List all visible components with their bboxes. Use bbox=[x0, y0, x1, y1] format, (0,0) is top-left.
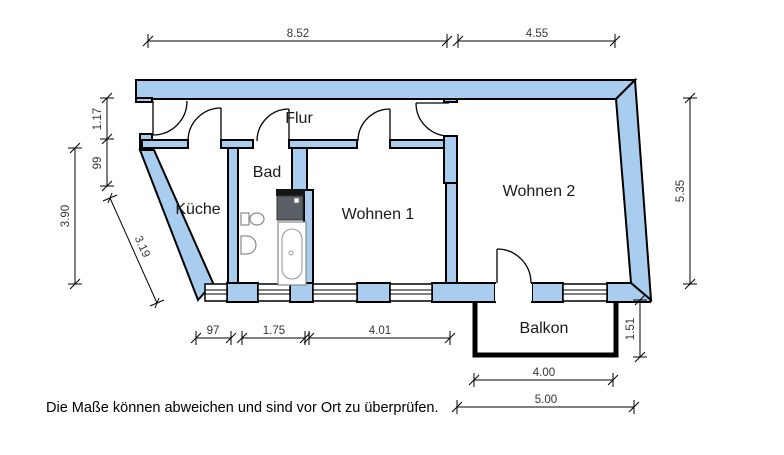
window-wohnen2 bbox=[562, 283, 608, 302]
windows-group bbox=[204, 283, 608, 302]
bad-door bbox=[256, 108, 290, 142]
balcony-walls bbox=[472, 303, 619, 358]
walls-group bbox=[135, 77, 653, 303]
dim-right-height bbox=[683, 92, 697, 290]
dimensions-group: 8.52 4.55 1.17 99 3.90 bbox=[60, 28, 697, 414]
dim-label-500: 5.00 bbox=[535, 394, 557, 406]
wall-right-exterior-slanted bbox=[614, 77, 653, 303]
dim-label-455: 4.55 bbox=[526, 28, 548, 40]
wall-bottom-pier4 bbox=[431, 282, 496, 303]
wall-bottom-pier5 bbox=[531, 282, 564, 303]
dim-label-117: 1.17 bbox=[92, 108, 104, 130]
dim-label-400: 4.00 bbox=[533, 367, 555, 379]
wohnen1-door bbox=[357, 108, 391, 142]
wall-top-exterior bbox=[135, 79, 638, 100]
dim-top-left bbox=[142, 34, 453, 48]
wall-bottom-pier2 bbox=[289, 282, 314, 303]
balcony-door-opening bbox=[495, 284, 532, 301]
dim-label-852: 8.52 bbox=[287, 28, 309, 40]
wall-wohnen1-wohnen2-stub bbox=[443, 98, 458, 103]
room-label-balkon: Balkon bbox=[520, 320, 569, 337]
wall-flur-south-seg3 bbox=[288, 139, 358, 149]
toilet-tank bbox=[240, 212, 250, 226]
dim-label-401: 4.01 bbox=[369, 325, 391, 337]
entrance-door bbox=[152, 100, 188, 136]
dim-label-99: 99 bbox=[92, 157, 104, 170]
door-swing-arc bbox=[152, 100, 188, 136]
wall-wohnen1-wohnen2-lower bbox=[445, 182, 458, 284]
dim-top-right bbox=[452, 34, 621, 48]
room-label-flur: Flur bbox=[285, 110, 313, 127]
window-frame bbox=[257, 283, 291, 302]
dim-balcony-inner bbox=[468, 373, 619, 387]
bathtub-icon bbox=[277, 221, 307, 286]
shower-icon bbox=[276, 189, 305, 221]
dim-bottom-bad bbox=[236, 331, 311, 345]
door-swing-arc bbox=[357, 108, 391, 142]
dim-balcony-outer bbox=[451, 400, 640, 414]
window-wohnen1-right bbox=[389, 283, 433, 302]
wohnen2-door bbox=[415, 102, 450, 137]
toilet-icon bbox=[240, 212, 265, 226]
window-kueche bbox=[204, 283, 228, 302]
bathtub-basin bbox=[281, 228, 303, 280]
wall-left-top-stub bbox=[135, 97, 153, 103]
door-swing-arc bbox=[187, 107, 222, 142]
room-label-wohnen2: Wohnen 2 bbox=[503, 183, 576, 200]
dim-bottom-wohnen1 bbox=[303, 331, 456, 345]
dim-label-535: 5.35 bbox=[675, 180, 687, 202]
wall-kueche-bad bbox=[227, 147, 239, 284]
window-frame bbox=[389, 283, 433, 302]
dim-label-319: 3.19 bbox=[132, 234, 152, 259]
window-wohnen1-left bbox=[312, 283, 358, 302]
room-label-kueche: Küche bbox=[175, 201, 220, 218]
wall-bottom-pier1 bbox=[226, 282, 259, 303]
door-swing-arc bbox=[256, 108, 290, 142]
dim-label-151: 1.51 bbox=[625, 318, 637, 340]
dim-bottom-kueche bbox=[190, 331, 237, 345]
bathtub-frame bbox=[277, 221, 307, 286]
wall-flur-south-seg2 bbox=[220, 139, 254, 149]
shower-corner-detail bbox=[293, 197, 300, 204]
dim-label-175: 1.75 bbox=[263, 325, 285, 337]
shower-edge bbox=[276, 189, 305, 196]
bathtub-drain bbox=[288, 250, 294, 256]
washbasin-icon bbox=[240, 235, 257, 255]
wall-wohnen1-wohnen2-mid bbox=[443, 135, 458, 184]
wall-bad-wohnen1-upper bbox=[291, 147, 308, 191]
dim-slant bbox=[102, 192, 165, 309]
dim-left-small bbox=[100, 139, 114, 192]
dim-balcony-depth bbox=[633, 294, 647, 363]
wall-left-slanted bbox=[138, 149, 215, 302]
wall-flur-south-seg4 bbox=[389, 139, 445, 149]
door-swing-arc bbox=[415, 102, 450, 137]
window-frame bbox=[204, 283, 228, 302]
room-label-bad: Bad bbox=[253, 164, 281, 181]
kueche-door bbox=[187, 107, 222, 142]
room-labels-group: Küche Bad Flur Wohnen 1 Wohnen 2 Balkon bbox=[175, 110, 575, 337]
wall-bottom-pier3 bbox=[356, 282, 391, 303]
balkon-door bbox=[496, 248, 532, 284]
window-frame bbox=[562, 283, 608, 302]
wall-flur-south-seg1 bbox=[141, 139, 189, 149]
dim-label-390: 3.90 bbox=[60, 205, 72, 227]
room-label-wohnen1: Wohnen 1 bbox=[342, 206, 415, 223]
dim-left-total bbox=[68, 142, 82, 290]
door-swing-arc bbox=[496, 248, 532, 284]
window-frame bbox=[312, 283, 358, 302]
doors-group bbox=[152, 100, 532, 284]
fixtures-group bbox=[240, 189, 307, 286]
dim-label-97: 97 bbox=[207, 325, 220, 337]
toilet-bowl bbox=[249, 212, 265, 226]
disclaimer-note: Die Maße können abweichen und sind vor O… bbox=[46, 400, 439, 416]
window-bad bbox=[257, 283, 291, 302]
